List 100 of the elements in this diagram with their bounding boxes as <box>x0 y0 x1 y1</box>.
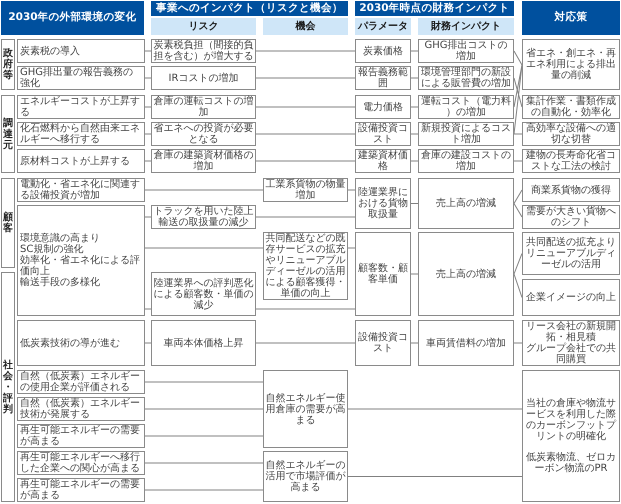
factor-box <box>17 149 145 173</box>
box-text: 環境管理部門の新設による販管費の増加 <box>420 67 512 89</box>
box-text: 省エネへの投資が必要となる <box>153 123 254 145</box>
box-text: 炭素価格 <box>363 46 403 56</box>
box-text: 新規投資によるコスト増加 <box>420 123 512 145</box>
connector-line <box>410 203 418 204</box>
connector-line <box>514 160 522 162</box>
impact-box <box>355 39 411 63</box>
box-text: 陸運業界への評判悪化による顧客数・単価の減少 <box>153 278 254 310</box>
connector-line <box>144 408 264 410</box>
measure-box <box>522 320 620 366</box>
category-label: 顧客 <box>3 212 13 234</box>
box-text: 商業系貨物の獲得 <box>531 184 611 196</box>
box-text: 炭素税負担（間接的負担を含む）が増大する <box>153 40 254 62</box>
box-text: 工業系貨物の物量増加 <box>265 179 346 201</box>
connector-line <box>256 50 356 52</box>
impact-box <box>355 232 411 316</box>
box-text: 自然（低炭素）エネルギーの使用企業が評価される <box>20 371 141 393</box>
box-text: 建築資材価格 <box>357 150 409 172</box>
box-text: GHG排出量の報告義務の強化 <box>20 67 134 89</box>
connector-line <box>514 342 522 344</box>
header-label: 2030年の外部環境の変化 <box>8 12 137 24</box>
impact-box <box>418 232 514 316</box>
connector-line <box>144 106 152 108</box>
header-banner <box>355 1 514 16</box>
box-text: 自然エネルギーの活用で市場評価が高まる <box>265 460 346 493</box>
box-text: 顧客数・顧客単価 <box>357 263 409 285</box>
factor-box <box>17 205 145 316</box>
connector-line <box>410 160 418 162</box>
impact-box <box>263 451 348 502</box>
box-text: 売上高の増減 <box>436 198 496 209</box>
box-text: 売上高の増減 <box>436 268 496 280</box>
impact-box <box>355 95 411 119</box>
box-text: 効率化・省エネ化による評価向上 <box>20 255 141 277</box>
box-text: SC規制の強化 <box>20 244 84 255</box>
impact-box <box>355 178 411 229</box>
connector-line <box>348 476 522 477</box>
box-text: 輸送手段の多様化 <box>20 277 100 288</box>
box-text: 環境意識の高まり <box>20 233 100 244</box>
connector-line <box>144 160 152 162</box>
box-text: 車両賃借料の増加 <box>426 338 506 348</box>
impact-box <box>355 320 411 366</box>
factor-box <box>17 66 145 90</box>
impact-box <box>418 39 514 63</box>
box-text: 倉庫の運転コストの増加 <box>153 96 254 118</box>
box-text: 高効率な設備への適切な切替 <box>525 123 617 145</box>
header-label: 財務インパクト <box>431 21 501 32</box>
box-text: 再生可能エネルギーの需要が高まる <box>20 479 141 501</box>
header-banner <box>151 1 348 16</box>
box-text: 報告義務範囲 <box>357 67 409 89</box>
connector-line <box>514 253 522 274</box>
connector-line <box>410 50 418 52</box>
factor-box <box>17 320 145 366</box>
box-text: 需要が大きい貨物へのシフト <box>525 206 617 228</box>
subheader-banner <box>263 18 348 35</box>
measure-box <box>522 39 620 90</box>
category-label: 調達元 <box>3 118 13 150</box>
subheader-banner <box>151 18 256 35</box>
impact-box <box>263 370 348 448</box>
connector-line <box>514 274 522 298</box>
connector-line <box>256 308 356 310</box>
header-label: リスク <box>188 21 218 32</box>
connector-line <box>256 342 356 344</box>
box-text: 省エネ・創エネ・再エネ利用による排出量の削減 <box>525 48 617 81</box>
box-text: 設備投資コスト <box>357 123 409 145</box>
box-text: 建物の長寿命化省コストな工法の検討 <box>525 150 617 172</box>
box-text: 炭素税の導入 <box>20 46 80 56</box>
connector-line <box>410 106 418 108</box>
box-text: 原材料コストが上昇する <box>20 156 130 166</box>
measure-box <box>522 370 620 502</box>
category-box <box>1 95 15 173</box>
box-text: 再生可能エネルギーの需要が高まる <box>20 425 141 447</box>
factor-box <box>17 39 145 63</box>
category-label: 社会・評判 <box>3 360 13 414</box>
box-text: 低炭素物流、ゼロカーボン物流のPR <box>525 452 617 474</box>
impact-box <box>418 178 514 229</box>
connector-line <box>514 50 522 66</box>
box-text: IRコストの増加 <box>168 72 238 84</box>
box-text: 集計作業・書類作成の自動化・効率化 <box>525 96 617 118</box>
box-text: グループ会社での共同購買 <box>525 343 617 365</box>
impact-box <box>151 320 256 366</box>
box-text: 共同配送などの既存サービスの拡充やリニューアブルディーゼルの活用による顧客獲得・単価の向上 <box>265 233 346 299</box>
box-text: 低炭素技術の導が進む <box>20 338 120 348</box>
connector-line <box>256 160 356 162</box>
connector-line <box>144 342 152 344</box>
box-text: 電動化・省エネ化に関連する設備投資が増加 <box>20 179 141 201</box>
box-text: 運転コスト（電力料）の増加 <box>420 96 512 118</box>
category-box <box>1 178 15 268</box>
header-banner <box>1 1 144 35</box>
impact-box <box>151 272 256 316</box>
connector-line <box>514 64 522 108</box>
connector-line <box>514 190 522 204</box>
header-label: 2030年時点の財務インパクト <box>359 2 510 14</box>
box-text: 倉庫の建築資材価格の増加 <box>153 150 254 172</box>
measure-box <box>522 279 620 316</box>
box-text: 化石燃料から自然由来エネルギーへ移行する <box>20 123 141 145</box>
connector-line <box>144 308 152 310</box>
box-text: GHG排出コストの増加 <box>423 40 509 62</box>
box-text: 自然エネルギー使用倉庫の需要が高まる <box>265 392 346 426</box>
category-box <box>1 272 15 502</box>
